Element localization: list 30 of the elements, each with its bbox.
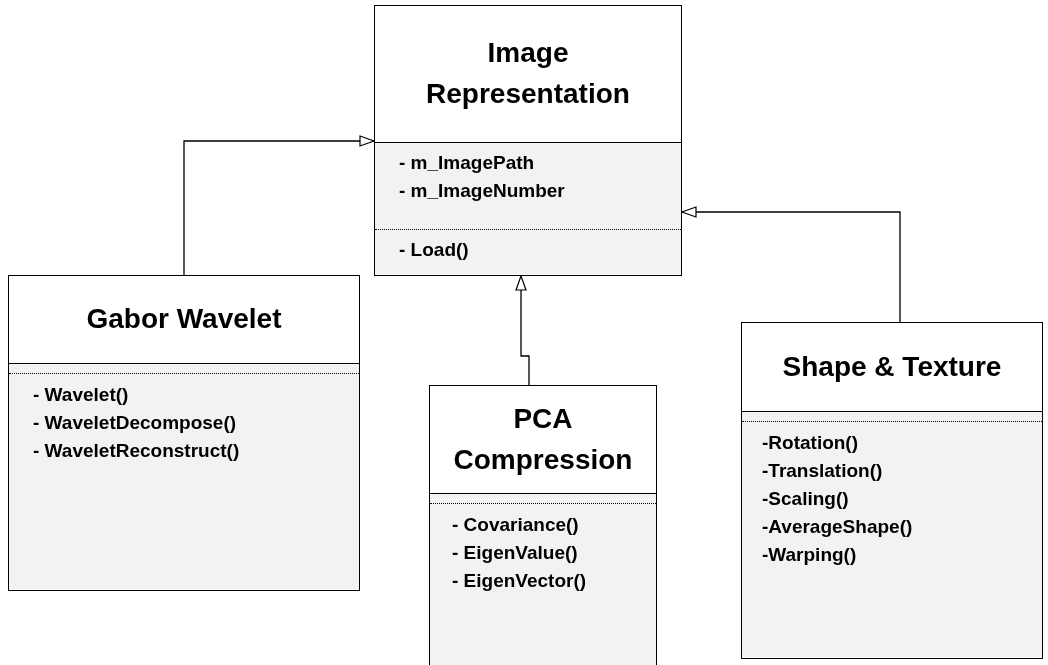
inheritance-arrow (681, 206, 901, 323)
class-box (374, 5, 682, 276)
member-text: - m_ImagePath (399, 151, 536, 175)
member-text: - WaveletReconstruct() (33, 439, 241, 463)
member-compartment (9, 363, 359, 589)
class-name: PCA Compression (452, 401, 634, 477)
member-text: -Translation() (762, 459, 884, 483)
member-text: -Scaling() (762, 487, 850, 511)
inheritance-arrow (183, 135, 375, 276)
member-compartment (742, 411, 1042, 657)
class-box (429, 385, 657, 665)
class-name: Image Representation (425, 36, 631, 111)
member-text: - EigenValue() (452, 541, 579, 565)
member-text: -Warping() (762, 543, 858, 567)
class-box (8, 275, 360, 591)
inheritance-arrow (515, 275, 530, 386)
class-name: Shape & Texture (782, 349, 1002, 384)
class-name: Gabor Wavelet (86, 302, 282, 337)
member-text: -AverageShape() (762, 515, 914, 539)
member-compartment (375, 229, 681, 274)
member-text: - WaveletDecompose() (33, 411, 238, 435)
member-text: - Load() (399, 238, 470, 262)
member-text: - Wavelet() (33, 383, 130, 407)
member-text: - m_ImageNumber (399, 179, 566, 203)
member-compartment (375, 142, 681, 229)
member-text: - EigenVector() (452, 569, 588, 593)
member-text: -Rotation() (762, 431, 860, 455)
member-compartment (430, 493, 656, 665)
member-text: - Covariance() (452, 513, 580, 537)
class-box (741, 322, 1043, 659)
